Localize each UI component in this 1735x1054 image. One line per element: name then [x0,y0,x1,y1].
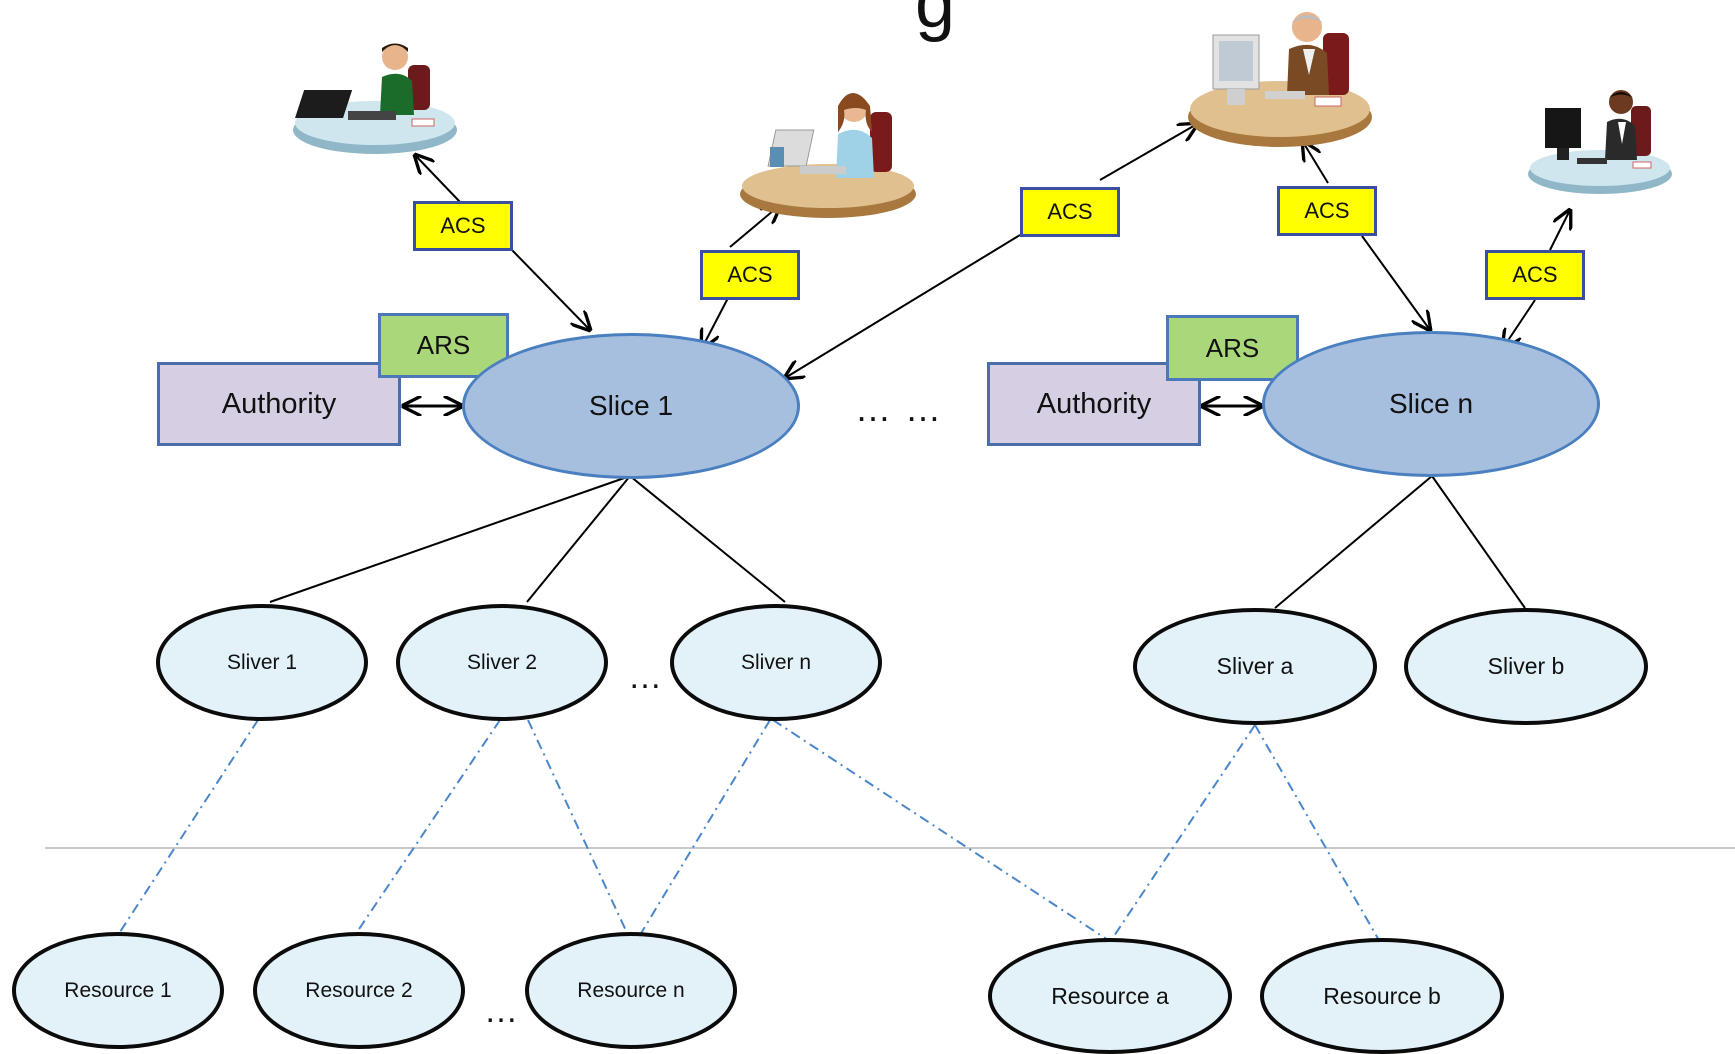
resources-ellipsis: … [484,992,520,1030]
sliver-n-node: Sliver n [670,604,882,721]
man-at-monitor-icon [1525,82,1675,200]
acs-arrow-user5 [1549,210,1570,251]
sliver-1-node: Sliver 1 [156,604,368,721]
sliver-2-node: Sliver 2 [396,604,608,721]
resource-2-node: Resource 2 [253,932,465,1049]
resource-a-node: Resource a [988,938,1232,1054]
acs-arrow-user3 [1099,124,1197,181]
slicen-sliverb-link [1431,475,1526,609]
slivers-ellipsis: … [628,658,664,696]
slices-ellipsis: … … [855,388,944,429]
page-title-fragment: g [915,0,956,43]
acs-label-user2: ACS [700,250,800,300]
slice1-sliver2-link [526,475,631,603]
acs-arrow-user1 [415,155,461,203]
resource-b-node: Resource b [1260,938,1504,1054]
slice1-slivern-link [629,475,786,603]
woman-at-computer-icon [740,82,920,226]
user-at-laptop-icon [290,35,460,163]
sliver-b-node: Sliver b [1404,608,1648,725]
acs-link-slice1-a [509,247,590,330]
senior-man-at-desktop-icon [1185,5,1375,153]
acs-link-slice1-c [785,234,1021,378]
slice1-sliver1-link [269,475,631,603]
authority-box-1: Authority [157,362,401,446]
resource-1-node: Resource 1 [12,932,224,1049]
acs-label-user4: ACS [1277,186,1377,236]
ars-box-n: ARS [1166,315,1299,381]
slicen-slivera-link [1274,475,1433,609]
acs-link-slicen-a [1361,235,1430,330]
sliver-resource-links [117,719,1381,943]
acs-label-user1: ACS [413,201,513,251]
resource-n-node: Resource n [525,932,737,1049]
authority-box-n: Authority [987,362,1201,446]
sliver-a-node: Sliver a [1133,608,1377,725]
slice-n-node: Slice n [1262,331,1600,477]
slice-1-node: Slice 1 [462,333,800,479]
acs-label-user3: ACS [1020,187,1120,237]
acs-arrow-user4 [1303,142,1329,184]
acs-label-user5: ACS [1485,250,1585,300]
